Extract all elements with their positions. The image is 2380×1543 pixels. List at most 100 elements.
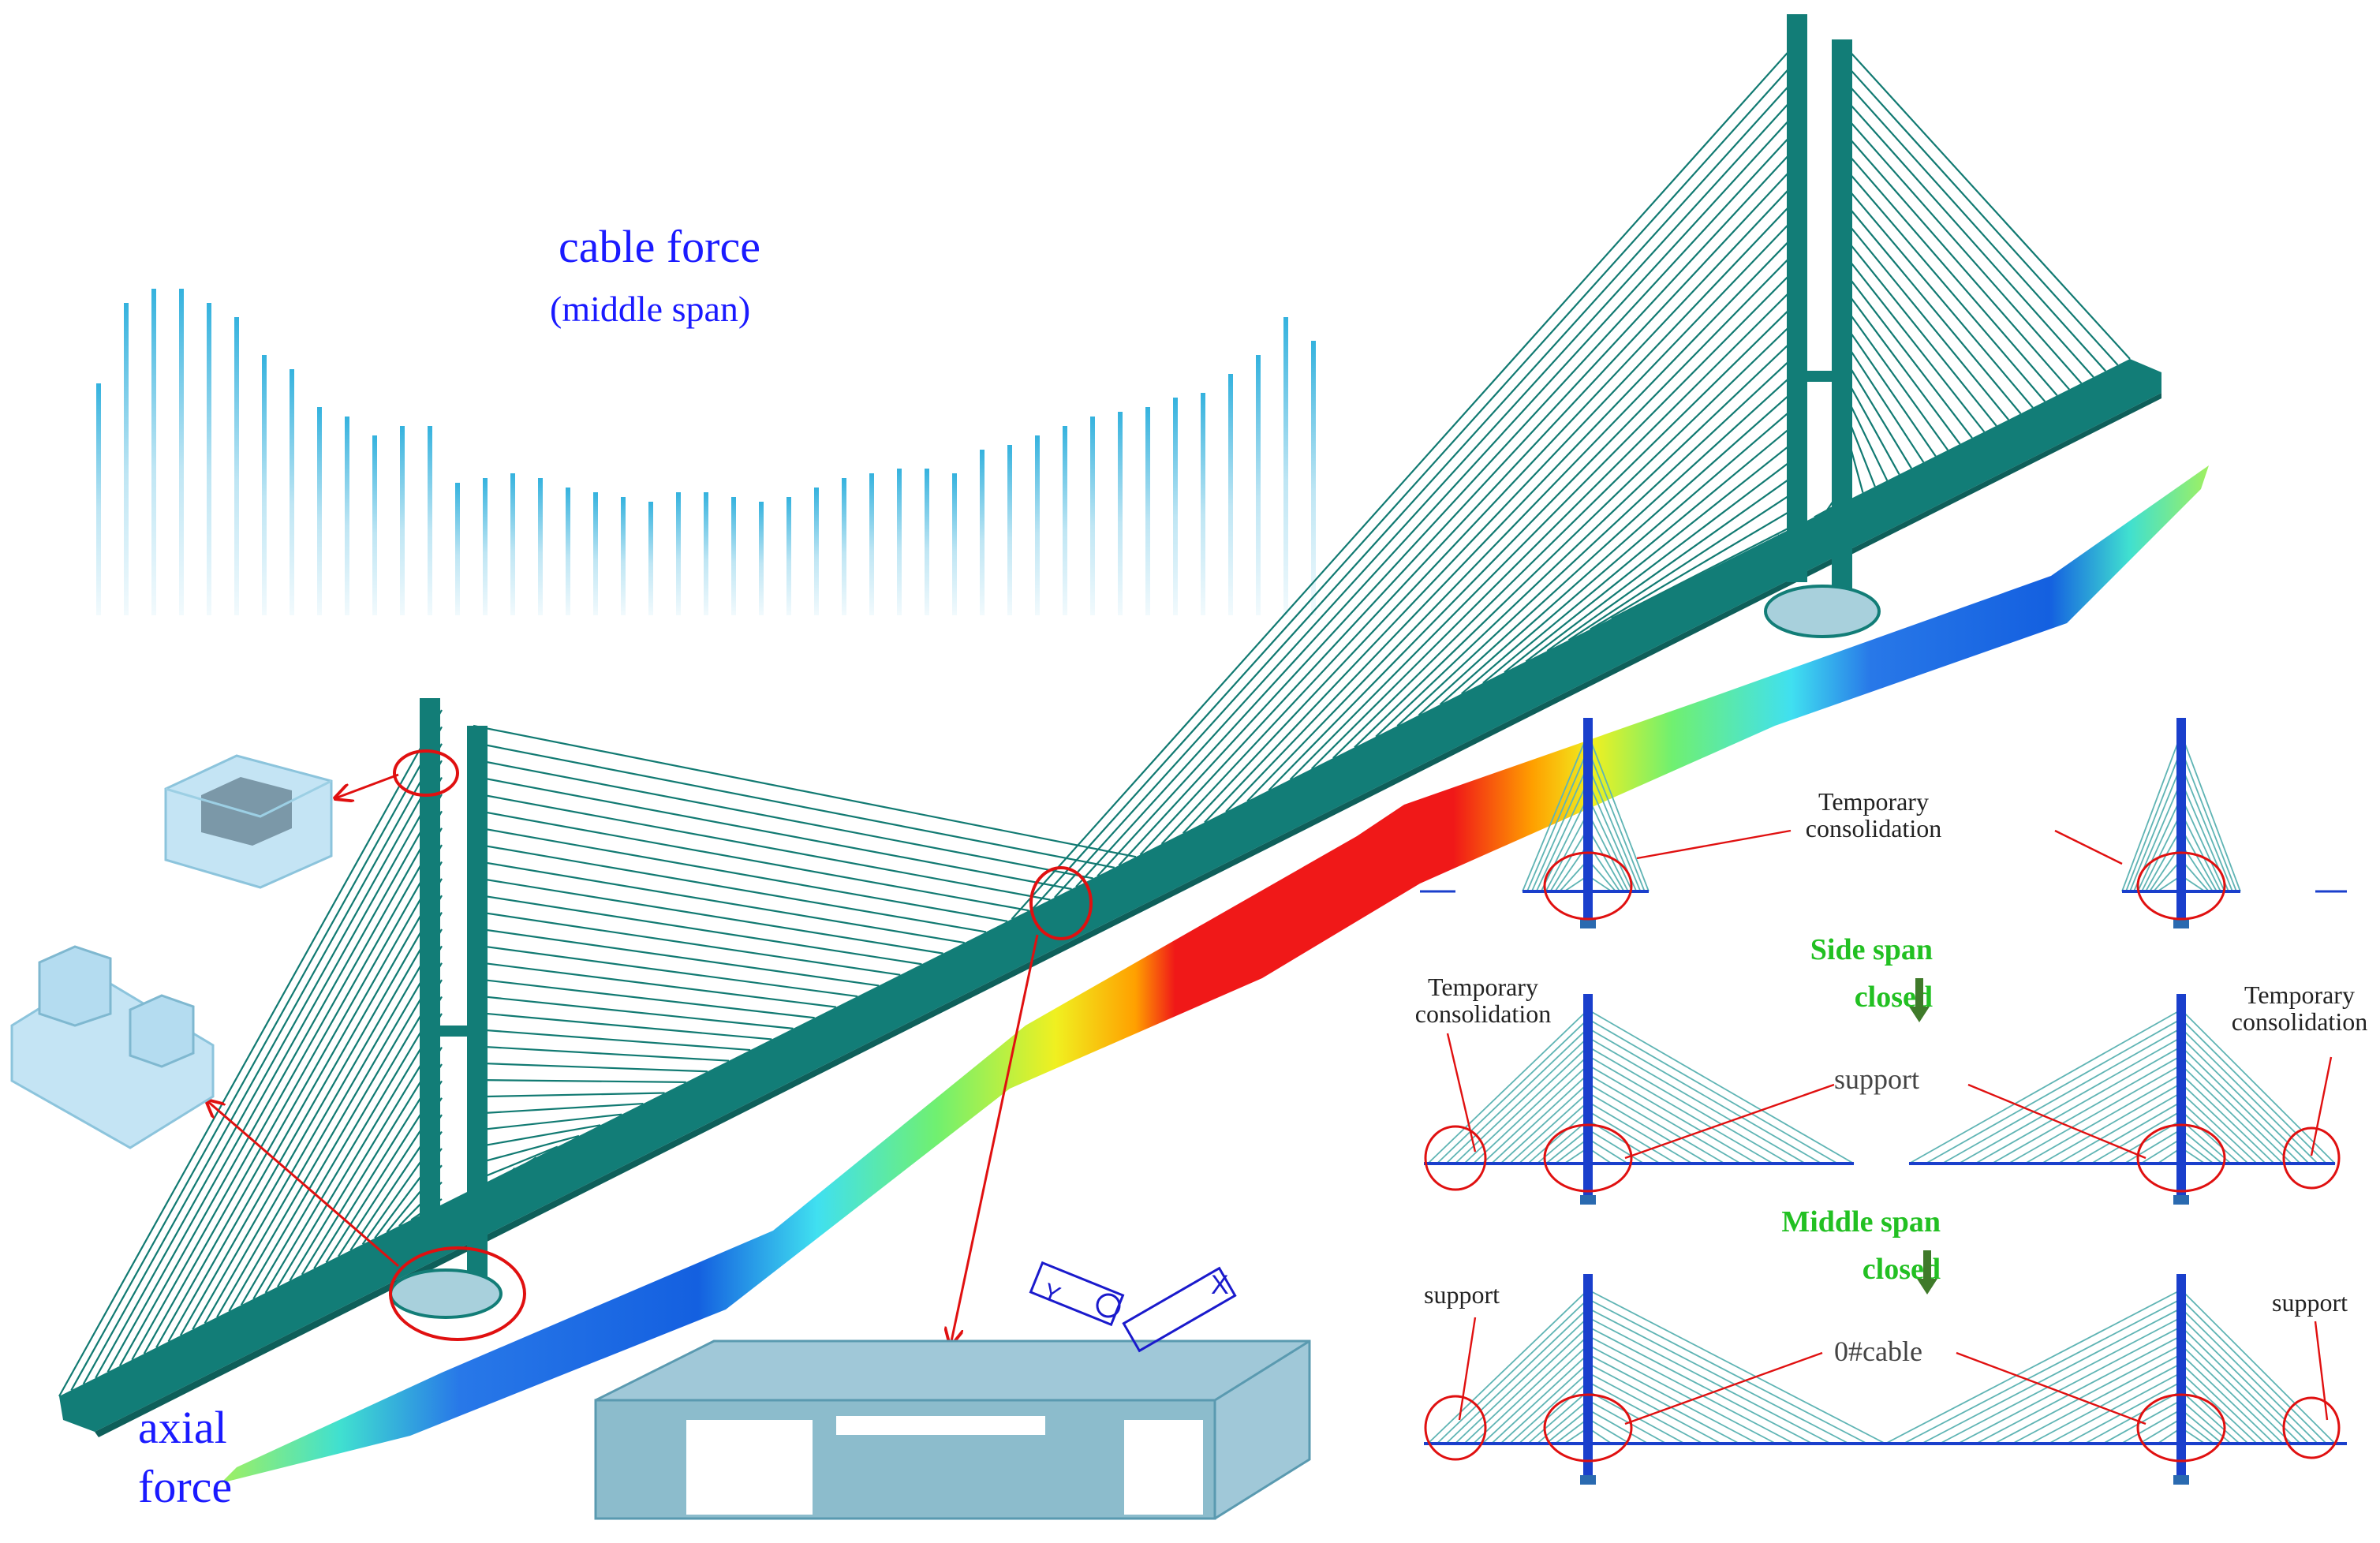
stay-cable bbox=[473, 994, 794, 1029]
stage-cable bbox=[2180, 749, 2237, 892]
stage-highlight-ring bbox=[2136, 851, 2226, 921]
cable-force-bar bbox=[1283, 317, 1288, 615]
stage-pylon-foot bbox=[1580, 1475, 1596, 1485]
stage-cable bbox=[1509, 1092, 1589, 1164]
cable-force-bar bbox=[842, 478, 846, 615]
stage-cable bbox=[1554, 1418, 1589, 1444]
stay-cable bbox=[1461, 396, 1807, 695]
stage-pylon bbox=[2176, 1274, 2186, 1475]
stay-cable bbox=[1845, 185, 2034, 409]
middle-span-closed-label: Middle span closed bbox=[1735, 1206, 1941, 1286]
stage-cable bbox=[2180, 1138, 2214, 1164]
stay-cable bbox=[1332, 292, 1807, 759]
deck-cross-section-inset bbox=[594, 1339, 1311, 1520]
cable-force-bar bbox=[179, 289, 184, 615]
stay-cable bbox=[473, 742, 1115, 869]
stage-cable bbox=[1463, 1046, 1589, 1164]
stay-cable bbox=[473, 1113, 622, 1132]
stage-cable bbox=[1491, 1354, 1589, 1444]
temp-consolidation-label-top: Temporary consolidation bbox=[1791, 787, 1956, 842]
cable-force-bar bbox=[731, 497, 736, 615]
cable-force-bar bbox=[1228, 374, 1233, 615]
stage-cable bbox=[2180, 1082, 2266, 1164]
stage-cable bbox=[1587, 749, 1646, 892]
stage-cable bbox=[1491, 1074, 1589, 1164]
stage-cable bbox=[2084, 1390, 2182, 1444]
stay-cable bbox=[1845, 116, 2083, 384]
stage-highlight-ring bbox=[2282, 1126, 2341, 1190]
stage-cable bbox=[1530, 764, 1589, 892]
temp-consolidation-top-line1: Temporary bbox=[1818, 787, 1929, 816]
stay-cable bbox=[1845, 151, 2058, 396]
stage-cable bbox=[1545, 1408, 1589, 1444]
stage-cable bbox=[1473, 1055, 1589, 1164]
stage-cable bbox=[1473, 1335, 1589, 1444]
stay-cable bbox=[1182, 170, 1807, 835]
stay-cable bbox=[1845, 47, 2131, 360]
stage-cable bbox=[1587, 1073, 1742, 1164]
stage-cable bbox=[1481, 1064, 1589, 1164]
cable-force-bar bbox=[1118, 412, 1123, 615]
stage-highlight-ring bbox=[1543, 1393, 1633, 1463]
stay-cable bbox=[1310, 275, 1807, 770]
stage-cable bbox=[1587, 1399, 1667, 1444]
cable-force-bar bbox=[1007, 445, 1012, 615]
cable-force-bar bbox=[262, 355, 267, 615]
coordinate-axes-icon bbox=[1029, 1261, 1237, 1353]
stage-cable bbox=[1500, 1362, 1589, 1444]
stage-cable bbox=[2180, 1354, 2275, 1444]
cable-force-bar bbox=[510, 473, 515, 615]
stay-cable bbox=[1160, 152, 1807, 845]
stage-cable bbox=[1587, 1110, 1677, 1164]
cable-force-bar bbox=[1256, 355, 1261, 615]
cable-force-bar bbox=[621, 497, 626, 615]
cable-anchor-highlight bbox=[1029, 866, 1093, 940]
temp-consolidation-left-line1: Temporary bbox=[1428, 973, 1538, 1001]
stay-cable bbox=[167, 861, 443, 1343]
stage-cable bbox=[1436, 1018, 1589, 1164]
support-label-left: support bbox=[1424, 1280, 1500, 1309]
stage-cable bbox=[1436, 1298, 1589, 1444]
side-span-line1: Side span bbox=[1810, 933, 1933, 966]
cable-force-subtitle: (middle span) bbox=[550, 289, 751, 329]
stage-cable bbox=[1957, 1325, 2182, 1444]
stay-cable bbox=[1845, 290, 1961, 445]
stay-cable bbox=[1845, 394, 1889, 481]
stage-cable bbox=[2090, 1110, 2182, 1164]
stage-cable bbox=[2180, 1128, 2223, 1164]
stay-cable bbox=[155, 844, 443, 1348]
cable-force-bar bbox=[1145, 407, 1150, 615]
stay-cable bbox=[473, 927, 880, 987]
stay-cable bbox=[240, 962, 443, 1306]
stage-pylon-foot bbox=[1580, 1195, 1596, 1205]
cable-force-bar bbox=[1201, 393, 1205, 615]
stage-cable bbox=[1427, 1009, 1589, 1164]
cable-force-bar bbox=[952, 473, 957, 615]
stage-cable bbox=[1535, 780, 1589, 892]
pylon-top-highlight bbox=[393, 749, 459, 797]
stage-cable bbox=[1587, 733, 1650, 892]
stage-highlight-ring bbox=[2136, 1123, 2226, 1193]
stay-cable bbox=[58, 709, 443, 1397]
stage-cable bbox=[2180, 1009, 2336, 1164]
stage-cable bbox=[1587, 828, 1625, 892]
stay-cable bbox=[1845, 168, 2046, 402]
cable-force-bar bbox=[814, 488, 819, 615]
cable-force-bar bbox=[1035, 435, 1040, 615]
stay-cable bbox=[1845, 133, 2070, 390]
stage-highlight-ring bbox=[1424, 1125, 1487, 1191]
cable-force-title: cable force bbox=[559, 221, 760, 272]
stage-cable bbox=[1587, 1298, 1868, 1444]
stay-cable bbox=[473, 826, 1008, 922]
bridge-model bbox=[58, 14, 2209, 1483]
axial-force-band bbox=[221, 465, 2209, 1483]
cable-force-bar bbox=[676, 492, 681, 615]
stage-cable bbox=[2180, 1381, 2249, 1444]
stay-cable bbox=[277, 1013, 443, 1287]
stage-cable bbox=[1527, 1110, 1589, 1164]
stage-cable bbox=[2129, 764, 2182, 892]
stay-cable bbox=[473, 961, 836, 1008]
cable-force-bar bbox=[1173, 398, 1178, 615]
stay-cable bbox=[1354, 309, 1807, 749]
stage-cable bbox=[2121, 733, 2182, 892]
